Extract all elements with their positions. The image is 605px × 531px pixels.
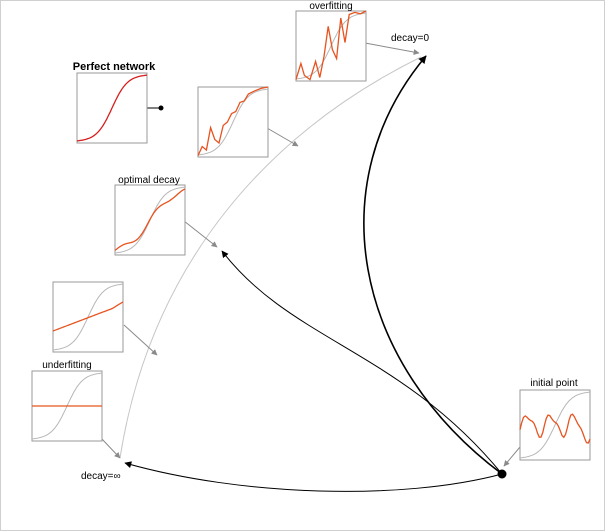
- pointer-initial: [503, 446, 521, 467]
- fitted-curve: [197, 86, 269, 156]
- regularization-frontier: [119, 56, 422, 459]
- panel-near-overfit: [197, 86, 269, 158]
- initial-point-dot: [497, 469, 507, 479]
- fitted-curve: [519, 413, 591, 444]
- pointer-underfitting: [100, 437, 121, 459]
- panel-initial-point: [519, 389, 591, 461]
- fitted-curve: [52, 301, 124, 332]
- perfect-network-dot: [158, 105, 164, 111]
- target-curve: [197, 88, 269, 156]
- target-curve: [295, 12, 367, 80]
- initial-point-label: initial point: [530, 378, 577, 389]
- panel-perfect-network: [76, 72, 148, 144]
- overfitting-label: overfitting: [309, 1, 352, 12]
- perfect-network-label: Perfect network: [73, 61, 156, 73]
- decay-infinity-label: decay=∞: [81, 471, 121, 482]
- decay-zero-label: decay=0: [391, 33, 430, 44]
- optimal-decay-label: optimal decay: [118, 175, 180, 186]
- panel-optimal-decay: [114, 184, 186, 256]
- pointer-optimal: [183, 220, 218, 248]
- path-to-decay-infinity-arrow: [124, 461, 503, 492]
- panel-overfitting: [295, 10, 367, 82]
- perfect-curve: [76, 74, 148, 142]
- path-to-optimal-arrow: [221, 250, 503, 475]
- path-to-decay-zero-arrow: [363, 55, 503, 475]
- fitted-curve: [295, 10, 367, 81]
- panel-underfitting: [31, 370, 103, 442]
- fitted-curve: [114, 188, 186, 251]
- panel-mild: [52, 281, 124, 353]
- underfitting-label: underfitting: [42, 360, 91, 371]
- pointer-mild: [123, 324, 158, 356]
- pointer-overfitting: [364, 42, 420, 55]
- pointer-near-overfit: [266, 127, 299, 147]
- target-curve: [52, 283, 124, 351]
- target-curve: [519, 391, 591, 459]
